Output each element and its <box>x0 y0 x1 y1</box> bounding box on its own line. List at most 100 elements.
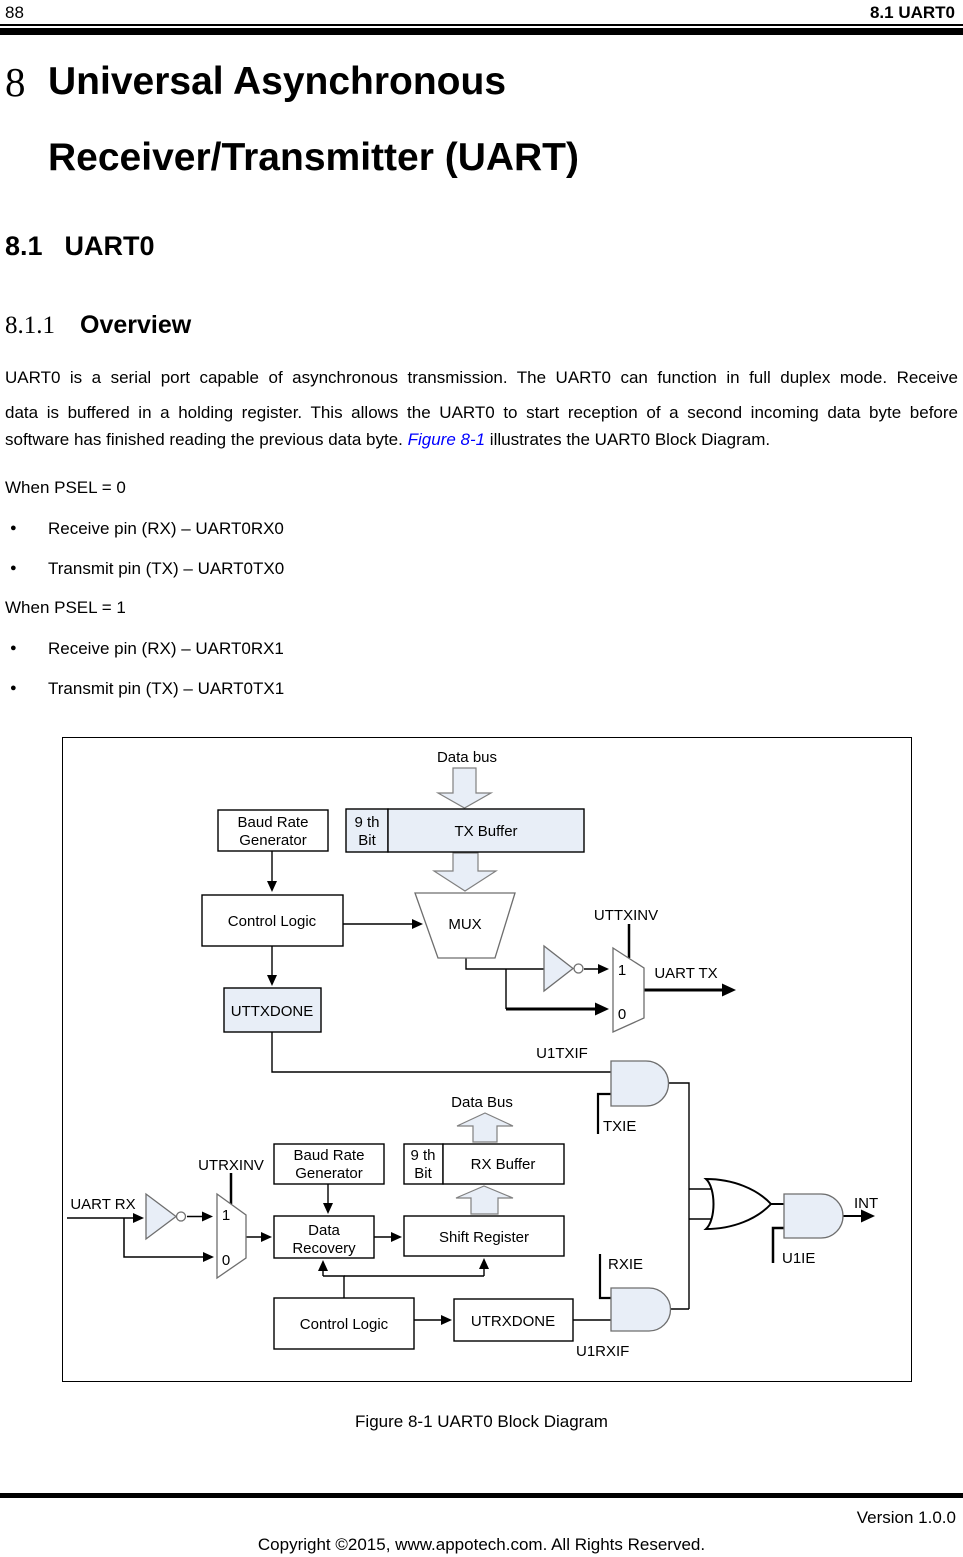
label-inmux-1: 1 <box>222 1207 230 1224</box>
bus-arrow-rxbuffer-to-databus <box>456 1112 514 1143</box>
footer-version: Version 1.0.0 <box>856 1508 956 1527</box>
line-clrx-up <box>323 1275 345 1298</box>
box-control-logic-rx <box>273 1297 415 1350</box>
line-trunk <box>668 1082 690 1309</box>
label-ninth-bit-rx-2: Bit <box>414 1165 432 1182</box>
label-baud-rate-rx-2: Generator <box>295 1165 363 1182</box>
psel1-line: When PSEL = 1 <box>5 598 126 617</box>
box-baud-rate-generator-rx <box>273 1143 385 1185</box>
section-heading: 8.1 UART0 <box>5 231 155 262</box>
bullet-icon: ● <box>10 682 17 694</box>
inverter-rx-icon <box>145 1192 178 1241</box>
box-data-recovery <box>273 1215 375 1259</box>
bullet-icon: ● <box>10 562 17 574</box>
label-u1txif: U1TXIF <box>536 1045 588 1062</box>
line-uttxdone-to-and <box>271 1032 611 1073</box>
box-control-logic-tx <box>201 894 344 947</box>
label-int: INT <box>854 1195 878 1212</box>
subsection-number: 8.1.1 <box>5 312 55 339</box>
figure-8-1-link[interactable]: Figure 8-1 <box>407 430 486 449</box>
bullet-text: Transmit pin (TX) – UART0TX1 <box>48 679 285 698</box>
section-title: UART0 <box>64 231 155 261</box>
bullet-icon: ● <box>10 522 17 534</box>
label-data-bus-tx: Data bus <box>437 749 497 766</box>
label-txie: TXIE <box>603 1118 636 1135</box>
line-rxie <box>598 1254 611 1300</box>
inverter-tx-icon <box>543 944 575 993</box>
label-control-logic-rx: Control Logic <box>300 1316 389 1333</box>
and-gate-rxif-icon <box>610 1287 672 1332</box>
bullet-text: Receive pin (RX) – UART0RX0 <box>48 519 284 538</box>
subsection-heading: 8.1.1 Overview <box>5 311 191 340</box>
body-line-1: UART0 is a serial port capable of asynch… <box>5 368 958 387</box>
label-baud-rate-tx-1: Baud Rate <box>238 814 309 831</box>
line-rx-branch <box>123 1218 212 1258</box>
in-mux-rx <box>216 1192 247 1280</box>
label-data-recovery-1: Data <box>308 1222 340 1239</box>
and-gate-txif-icon <box>610 1060 670 1107</box>
header-rule-thick <box>0 28 963 35</box>
line-txie <box>596 1092 611 1134</box>
body-line-3-tail: illustrates the UART0 Block Diagram. <box>485 430 771 449</box>
header-section-title: 8.1 UART0 <box>869 3 955 22</box>
footer-copyright: Copyright ©2015, www.appotech.com. All R… <box>257 1535 706 1554</box>
chapter-title-line1: Universal Asynchronous <box>48 60 507 103</box>
label-outmux-1: 1 <box>618 962 626 979</box>
subsection-title: Overview <box>80 311 192 339</box>
label-utrxdone: UTRXDONE <box>471 1313 555 1330</box>
inverter-rx-bubble-icon <box>175 1211 187 1222</box>
label-ninth-bit-tx-2: Bit <box>358 832 376 849</box>
psel0-line: When PSEL = 0 <box>5 478 126 497</box>
body-line-3-text: software has finished reading the previo… <box>5 430 408 449</box>
label-data-recovery-2: Recovery <box>292 1240 356 1257</box>
or-gate-icon <box>703 1177 773 1231</box>
label-uart-rx: UART RX <box>70 1196 135 1213</box>
label-utrxinv: UTRXINV <box>198 1157 264 1174</box>
bullet-text: Receive pin (RX) – UART0RX1 <box>48 639 284 658</box>
mux-trapezoid-tx <box>414 892 516 959</box>
label-uttxdone: UTTXDONE <box>231 1003 314 1020</box>
box-tx-buffer <box>387 808 585 853</box>
bus-arrow-databus-to-txbuffer <box>435 767 494 809</box>
label-uttxinv: UTTXINV <box>594 907 658 924</box>
chapter-number: 8 <box>5 59 26 105</box>
box-shift-register <box>403 1215 565 1257</box>
box-ninth-bit-rx <box>403 1143 444 1185</box>
label-outmux-0: 0 <box>618 1006 626 1023</box>
label-rxie: RXIE <box>608 1256 643 1273</box>
body-line-3: software has finished reading the previo… <box>5 430 958 450</box>
figure-caption: Figure 8-1 UART0 Block Diagram <box>355 1412 608 1431</box>
label-u1ie: U1IE <box>782 1250 815 1267</box>
label-inmux-0: 0 <box>222 1252 230 1269</box>
bus-arrow-shiftreg-to-rxbuffer <box>455 1185 514 1215</box>
body-line-2: data is buffered in a holding register. … <box>5 403 958 422</box>
label-ninth-bit-tx-1: 9 th <box>354 814 379 831</box>
uart0-block-diagram-svg: Data bus Baud Rate Generator 9 th Bit TX… <box>67 749 878 1360</box>
label-ninth-bit-rx-1: 9 th <box>410 1147 435 1164</box>
box-uttxdone <box>223 987 322 1033</box>
and-gate-int-icon <box>783 1193 844 1239</box>
footer-rule <box>0 1493 963 1498</box>
label-control-logic-tx: Control Logic <box>228 913 317 930</box>
label-tx-buffer: TX Buffer <box>454 823 517 840</box>
header-page-number: 88 <box>5 3 24 22</box>
label-uart-tx: UART TX <box>654 965 717 982</box>
bus-arrow-txbuffer-to-mux <box>431 852 499 892</box>
line-u1ie <box>771 1226 784 1263</box>
box-utrxdone <box>453 1298 574 1342</box>
label-data-bus-rx: Data Bus <box>451 1094 513 1111</box>
label-u1rxif: U1RXIF <box>576 1343 629 1360</box>
inverter-tx-bubble-icon <box>573 963 584 974</box>
box-baud-rate-generator-tx <box>217 809 329 852</box>
out-mux-tx <box>612 946 645 1034</box>
line-mux-to-inverter <box>465 958 544 970</box>
bullet-icon: ● <box>10 642 17 654</box>
uart0-block-diagram: Data bus Baud Rate Generator 9 th Bit TX… <box>62 737 912 1382</box>
label-shift-register: Shift Register <box>439 1229 529 1246</box>
label-baud-rate-tx-2: Generator <box>239 832 307 849</box>
section-number: 8.1 <box>5 231 43 261</box>
label-rx-buffer: RX Buffer <box>471 1156 536 1173</box>
chapter-title-line2: Receiver/Transmitter (UART) <box>48 136 579 179</box>
header-rule-thin <box>0 24 963 26</box>
